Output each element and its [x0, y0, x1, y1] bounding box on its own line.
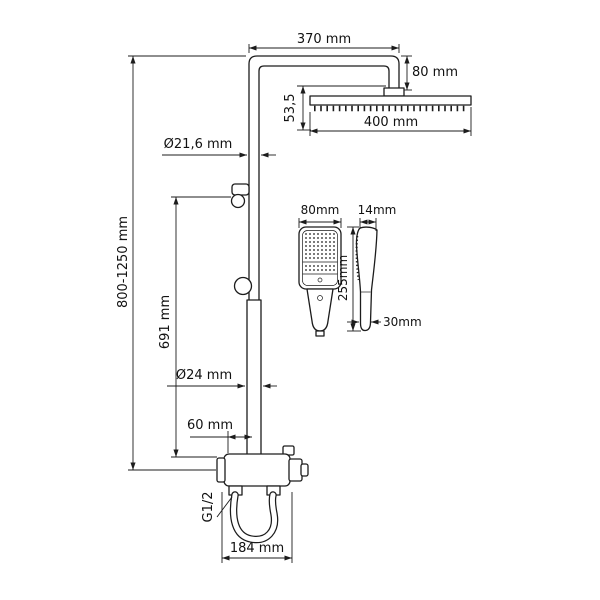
- mixer-unit: [216, 445, 309, 496]
- slider-clamp: [231, 183, 250, 196]
- spray-nozzle-field-middle: [304, 264, 336, 272]
- side-view-spray-face: [355, 235, 360, 281]
- dim-handshower-length-label: 255mm: [336, 255, 350, 301]
- hose-inner-line: [231, 492, 278, 542]
- dim-mixer-offset: 60 mm: [187, 418, 252, 453]
- pipe-inner-contour: [258, 65, 390, 300]
- dim-handshower-handle-width-label: 30mm: [383, 315, 422, 329]
- dim-lower-pipe-diameter: Ø24 mm: [167, 368, 277, 389]
- overhead-shower: [309, 87, 472, 112]
- pipe-outer-contour: [248, 55, 400, 300]
- dim-overall-height: 800-1250 mm: [116, 55, 246, 471]
- dim-upper-pipe-diameter-label: Ø21,6 mm: [164, 137, 233, 152]
- dim-arm-drop: 80 mm: [401, 55, 458, 91]
- dim-arm-length: 370 mm: [248, 32, 400, 53]
- dim-handshower-depth-label: 14mm: [358, 203, 397, 217]
- dim-column-height-label: 691 mm: [158, 295, 173, 349]
- handle-button: [317, 295, 323, 301]
- dim-lower-pipe-diameter-label: Ø24 mm: [176, 368, 232, 383]
- slider-knob: [230, 193, 246, 209]
- dim-upper-pipe-diameter: Ø21,6 mm: [162, 137, 276, 158]
- mixer-left-cap: [216, 457, 226, 483]
- riser-pipe-and-arm: [246, 55, 400, 459]
- shower-arm-connector: [383, 87, 405, 97]
- dim-arm-length-label: 370 mm: [297, 32, 351, 47]
- dim-arm-drop-label: 80 mm: [412, 65, 458, 80]
- overhead-shower-head: [309, 95, 472, 106]
- mixer-body: [223, 453, 291, 487]
- dim-connection-thread-label: G1/2: [201, 492, 216, 523]
- hand-shower-face-inset: [302, 230, 338, 286]
- dim-mixer-width: 184 mm: [221, 492, 293, 563]
- dim-handshower-handle-width: 30mm: [347, 315, 422, 329]
- hand-shower-side-outline: [355, 226, 378, 332]
- mixer-handle: [288, 458, 303, 482]
- mixer-handle-knob: [300, 463, 309, 477]
- dim-head-width: 400 mm: [309, 107, 472, 136]
- dim-handshower-width-label: 80mm: [301, 203, 340, 217]
- spray-nozzle-field-top: [304, 233, 336, 260]
- lower-riser-pipe: [246, 299, 262, 459]
- dim-handshower-width: 80mm: [298, 203, 342, 228]
- leader-line: [216, 496, 233, 518]
- hand-shower-holder-ring: [233, 276, 253, 296]
- face-button: [317, 277, 323, 283]
- hand-shower-hose-connector: [315, 330, 325, 337]
- dim-head-height: 53,5: [283, 85, 386, 131]
- dim-handshower-depth: 14mm: [358, 203, 397, 231]
- dim-connection-thread: G1/2: [201, 492, 233, 523]
- shower-hose: [229, 491, 279, 544]
- dim-mixer-width-label: 184 mm: [230, 541, 284, 556]
- dim-head-width-label: 400 mm: [364, 115, 418, 130]
- hand-shower-side-view: [355, 226, 378, 332]
- dim-column-height: 691 mm: [158, 196, 231, 458]
- dim-overall-height-label: 800-1250 mm: [116, 216, 131, 308]
- dim-handshower-length: 255mm: [336, 226, 361, 332]
- height-adjuster-bracket: [230, 183, 250, 209]
- dim-mixer-offset-label: 60 mm: [187, 418, 233, 433]
- dim-head-height-label: 53,5: [283, 94, 298, 123]
- hand-shower-front-view: [298, 226, 342, 337]
